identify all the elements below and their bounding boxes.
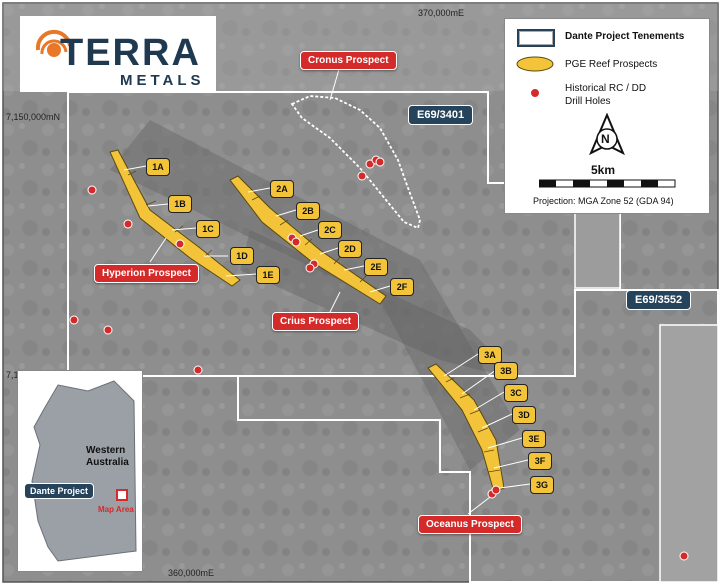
dark-ridge-band — [110, 120, 520, 470]
tenement-excision-2 — [659, 324, 719, 583]
reef-tag-3d: 3D — [512, 406, 536, 424]
reef-tag-2c: 2C — [318, 221, 342, 239]
reef-tag-1b: 1B — [168, 195, 192, 213]
legend-projection: Projection: MGA Zone 52 (GDA 94) — [533, 196, 674, 206]
cronus-outline — [290, 95, 421, 230]
reef-tag-3f: 3F — [528, 452, 552, 470]
tenement-excision-1 — [574, 211, 621, 289]
reef-tag-2d: 2D — [338, 240, 362, 258]
reef-tag-3g: 3G — [530, 476, 554, 494]
drill-holes — [69, 155, 689, 561]
reef-crius — [229, 175, 387, 305]
inset-project-label: Dante Project — [24, 483, 95, 499]
reef-tag-3b: 3B — [494, 362, 518, 380]
legend-holes-line2: Drill Holes — [565, 96, 611, 107]
logo-word: TERRA — [60, 32, 201, 74]
legend-tenements-text: Dante Project Tenements — [565, 31, 685, 42]
western-australia-shape — [31, 380, 137, 562]
crius-prospect-label: Crius Prospect — [272, 312, 360, 331]
reef-section-lines — [127, 170, 501, 473]
reef-tag-1c: 1C — [196, 220, 220, 238]
legend-reef-text: PGE Reef Prospects — [565, 59, 658, 70]
map-legend: Dante Project Tenements PGE Reef Prospec… — [504, 18, 710, 214]
inset-region-line1: Western — [86, 445, 126, 456]
cronus-prospect-label: Cronus Prospect — [300, 51, 397, 70]
terra-metals-logo: TERRA METALS — [20, 16, 216, 92]
reef-tag-3c: 3C — [504, 384, 528, 402]
reef-tag-1e: 1E — [256, 266, 280, 284]
inset-map-area-label: Map Area — [98, 505, 134, 514]
inset-region-line2: Australia — [86, 457, 129, 468]
logo-arc-icon — [35, 29, 72, 57]
reef-bodies — [109, 149, 505, 493]
reef-tag-2b: 2B — [296, 202, 320, 220]
reef-tag-3a: 3A — [478, 346, 502, 364]
reef-tag-2f: 2F — [390, 278, 414, 296]
scale-bar-label: 5km — [591, 163, 616, 177]
scale-bar — [539, 179, 676, 188]
north-arrow-icon — [589, 113, 625, 156]
reef-tag-2e: 2E — [364, 258, 388, 276]
reef-tag-1d: 1D — [230, 247, 254, 265]
reef-tag-3e: 3E — [522, 430, 546, 448]
reef-tag-2a: 2A — [270, 180, 294, 198]
reef-tag-1a: 1A — [146, 158, 170, 176]
inset-locator-map: Western Australia Dante Project Map Area — [17, 370, 143, 572]
legend-reef-swatch — [516, 56, 554, 72]
legend-drill-hole-swatch — [530, 88, 540, 98]
reef-oceanus — [427, 363, 505, 493]
oceanus-prospect-label: Oceanus Prospect — [418, 515, 522, 534]
legend-holes-line1: Historical RC / DD — [565, 83, 647, 94]
logo-sub: METALS — [120, 72, 205, 89]
legend-tenement-swatch — [517, 29, 555, 47]
grid-label-360000me: 360,000mE — [168, 568, 215, 578]
inset-map-area-marker — [116, 489, 128, 501]
tag-leaders — [123, 165, 531, 515]
north-arrow-letter: N — [601, 132, 610, 146]
grid-label-7150000mn: 7,150,000mN — [6, 112, 61, 122]
cronus-leader — [329, 65, 341, 101]
tenement-label-e69-3401: E69/3401 — [408, 105, 474, 125]
tenement-label-e69-3552: E69/3552 — [626, 290, 692, 310]
grid-label-370000me: 370,000mE — [418, 8, 465, 18]
reef-hyperion — [109, 149, 241, 287]
hyperion-prospect-label: Hyperion Prospect — [94, 264, 199, 283]
